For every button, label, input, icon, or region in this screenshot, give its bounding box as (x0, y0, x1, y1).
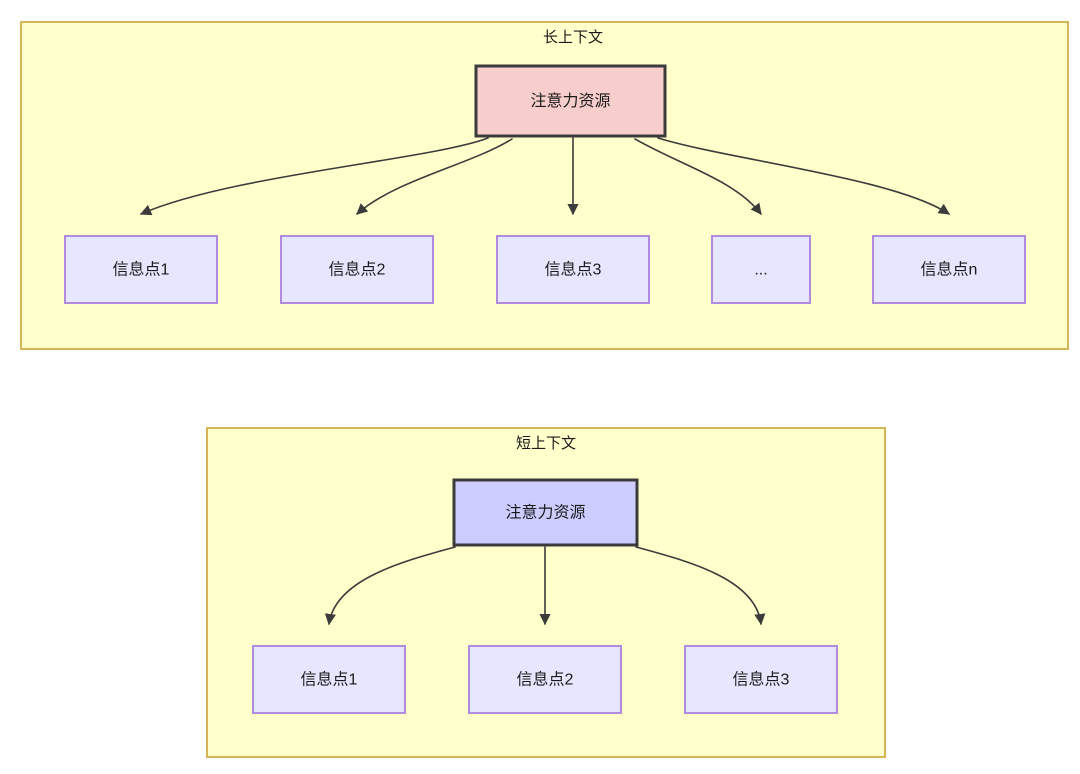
edge-long-context-4 (657, 137, 950, 215)
info-point-node[interactable] (711, 235, 811, 304)
info-point-label: 信息点2 (517, 671, 574, 689)
edge-short-context-0 (324, 546, 456, 626)
edge-long-context-3 (634, 138, 762, 215)
attention-node-short-context[interactable] (452, 478, 639, 547)
edge-long-context-0 (139, 137, 489, 216)
attention-node-long-context[interactable] (474, 64, 667, 138)
attention-node-label-long-context: 注意力资源 (530, 91, 610, 110)
edges-long-context (139, 137, 950, 216)
edges-short-context (324, 546, 766, 626)
info-point-label: 信息点1 (113, 261, 170, 279)
info-point-label: 信息点3 (733, 671, 790, 689)
attention-node-label-short-context: 注意力资源 (505, 503, 585, 522)
info-point-label: 信息点1 (301, 671, 358, 689)
info-point-node[interactable] (64, 235, 218, 304)
edge-long-context-1 (356, 138, 513, 215)
info-point-label: 信息点3 (545, 261, 602, 279)
info-point-label: 信息点2 (329, 261, 386, 279)
info-point-label: ... (754, 262, 767, 279)
info-point-node[interactable] (496, 235, 650, 304)
edge-short-context-2 (635, 546, 766, 626)
info-point-node[interactable] (252, 645, 406, 714)
info-point-node[interactable] (280, 235, 434, 304)
panel-title-short-context: 短上下文 (516, 435, 576, 452)
panel-title-long-context: 长上下文 (543, 29, 603, 46)
info-point-node[interactable] (468, 645, 622, 714)
info-point-node[interactable] (684, 645, 838, 714)
info-point-label: 信息点n (921, 261, 978, 279)
info-point-node[interactable] (872, 235, 1026, 304)
